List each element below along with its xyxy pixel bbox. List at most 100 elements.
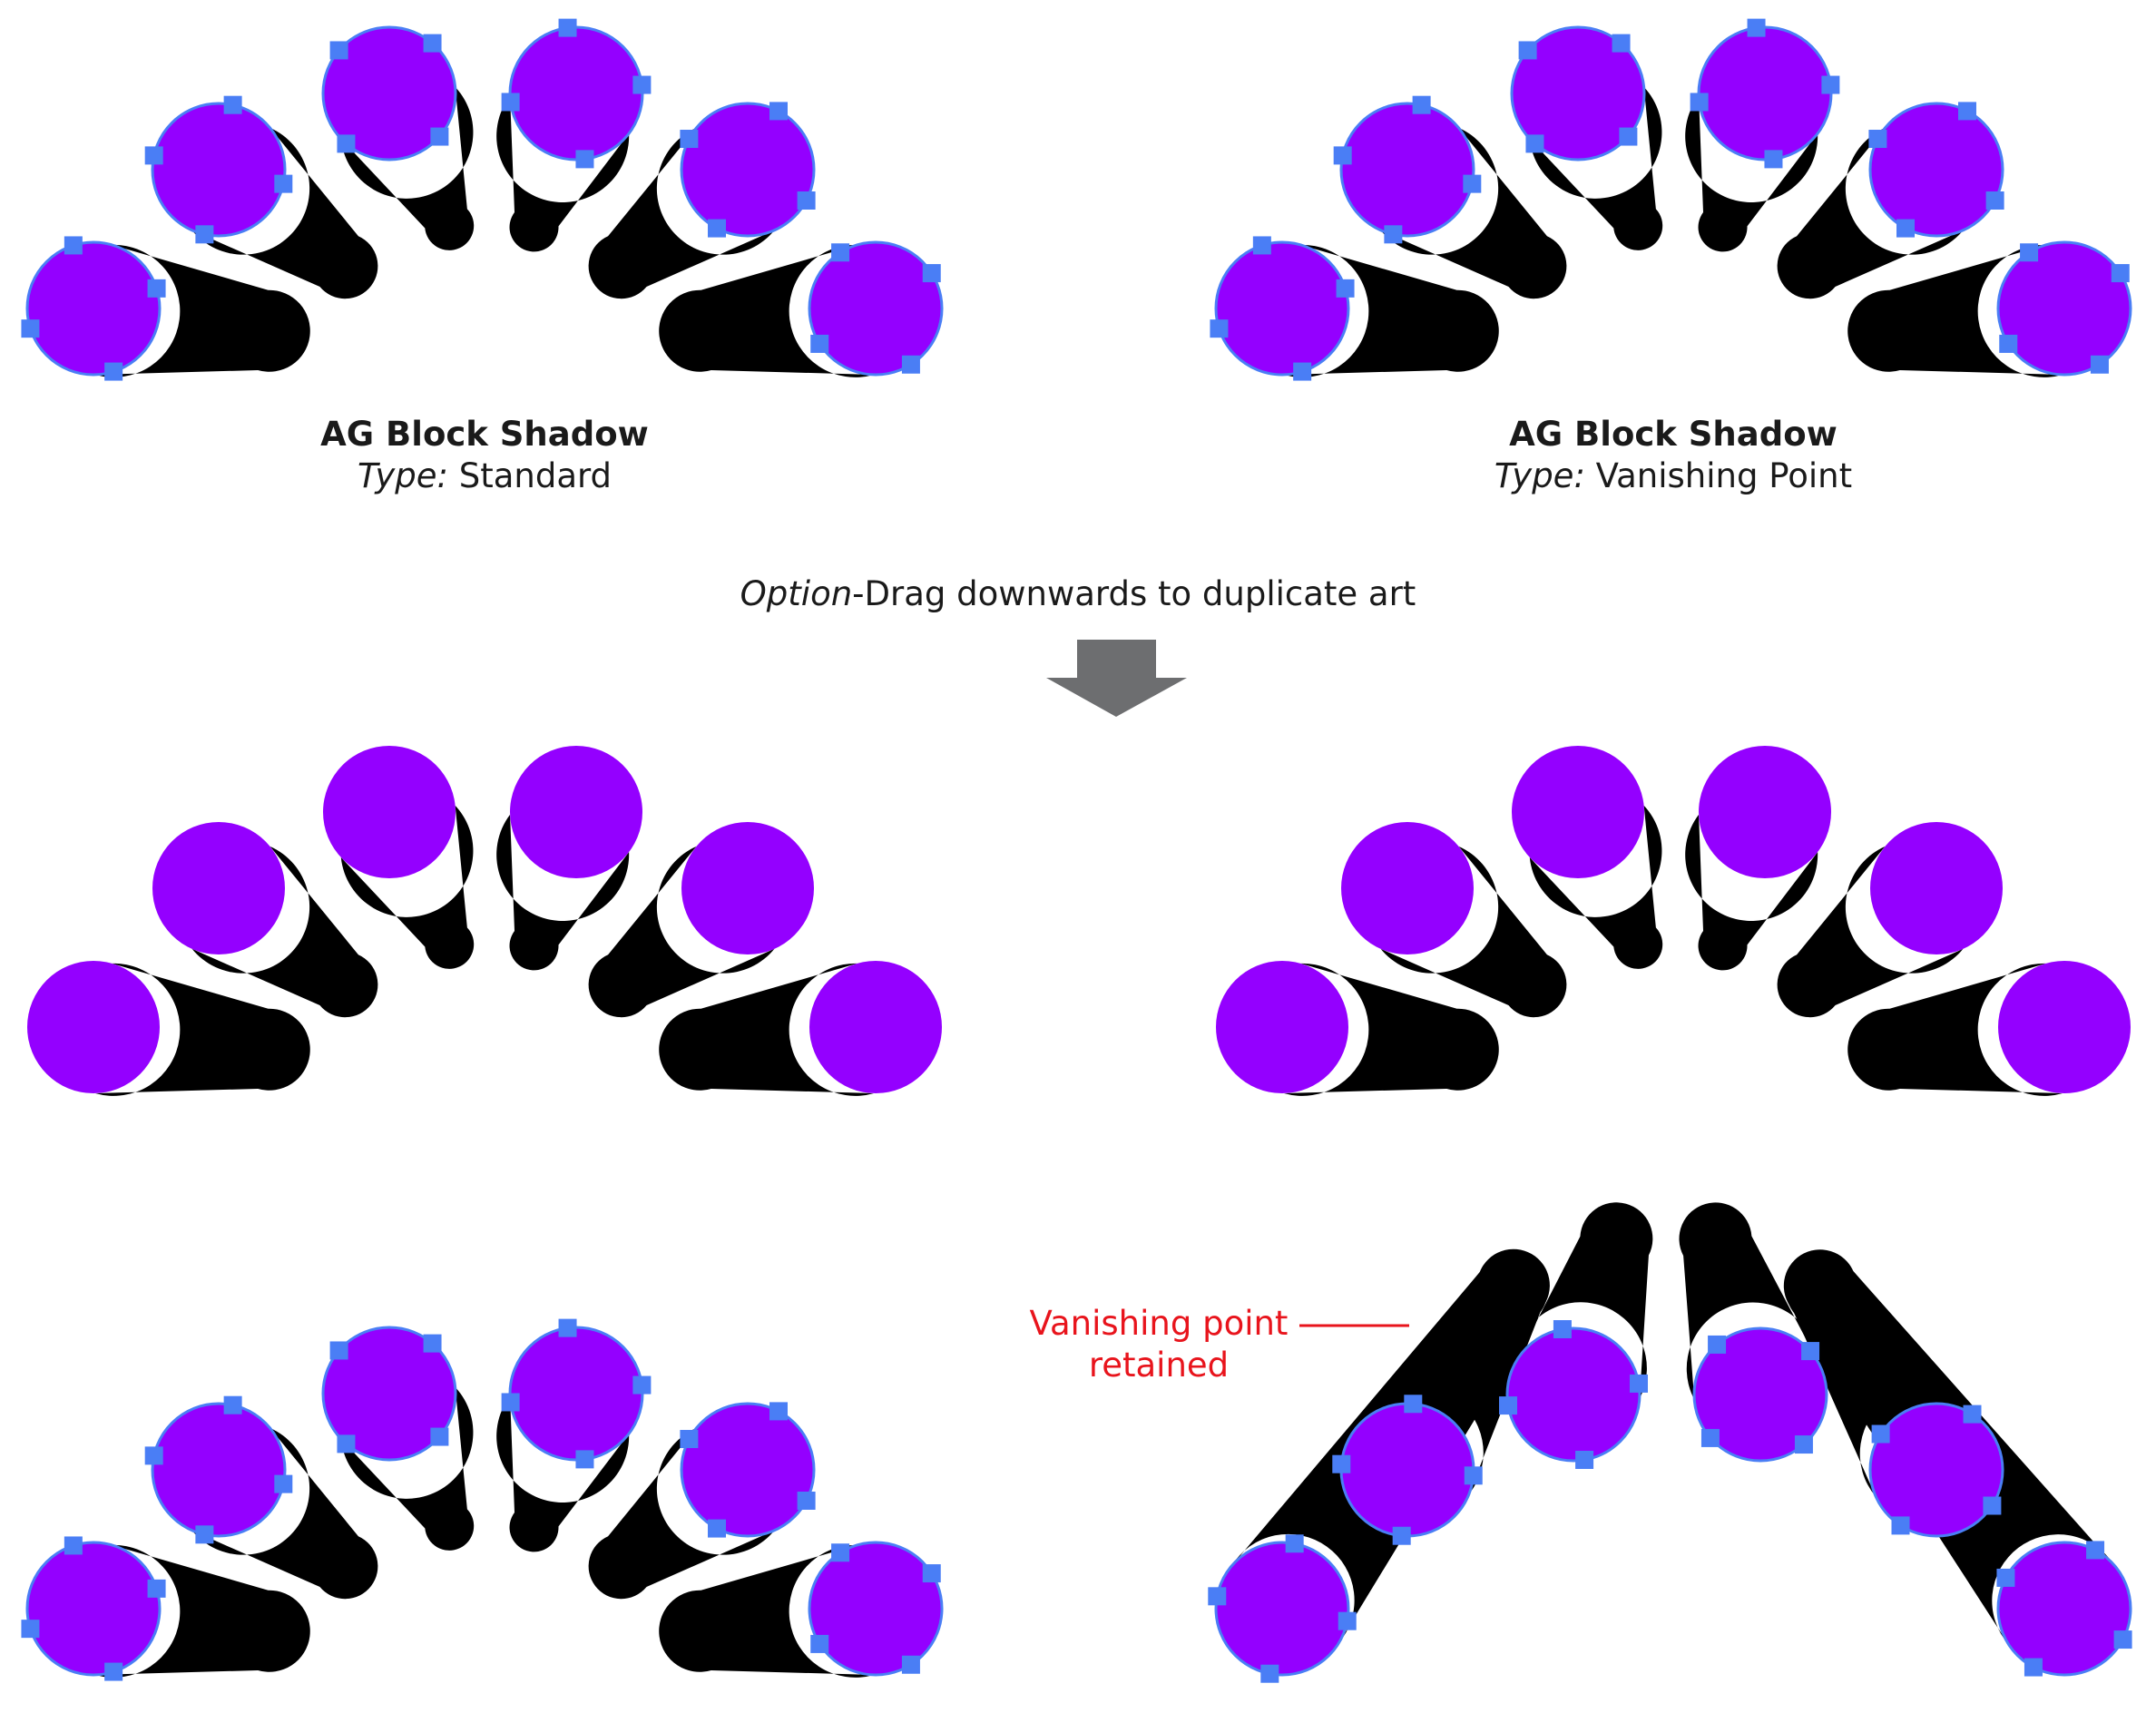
anchor-point-handle[interactable] — [329, 41, 348, 60]
anchor-point-handle[interactable] — [831, 1543, 850, 1562]
anchor-point-handle[interactable] — [2086, 1541, 2105, 1560]
anchor-point-handle[interactable] — [1891, 1516, 1910, 1535]
anchor-point-handle[interactable] — [1499, 1396, 1518, 1415]
anchor-point-handle[interactable] — [632, 75, 652, 94]
anchor-point-handle[interactable] — [831, 243, 850, 262]
anchor-point-handle[interactable] — [21, 319, 40, 338]
circle-shape[interactable] — [151, 102, 287, 238]
circle-shape[interactable] — [321, 1326, 457, 1462]
circle-shape[interactable] — [1510, 25, 1646, 162]
anchor-point-handle[interactable] — [1464, 1466, 1483, 1485]
anchor-point-handle[interactable] — [1404, 1395, 1423, 1414]
anchor-point-handle[interactable] — [337, 1434, 356, 1454]
anchor-point-handle[interactable] — [1700, 1428, 1720, 1447]
anchor-point-handle[interactable] — [2020, 243, 2039, 262]
circle-shape[interactable] — [681, 822, 814, 954]
circle-shape[interactable] — [1339, 1402, 1475, 1538]
circle-shape[interactable] — [808, 1541, 944, 1677]
anchor-point-handle[interactable] — [147, 279, 166, 298]
anchor-point-handle[interactable] — [810, 334, 829, 353]
circle-shape[interactable] — [508, 25, 644, 162]
anchor-point-handle[interactable] — [769, 102, 788, 121]
anchor-point-handle[interactable] — [1896, 219, 1916, 238]
anchor-point-handle[interactable] — [575, 150, 594, 169]
anchor-point-handle[interactable] — [1957, 102, 1976, 121]
circle-shape[interactable] — [1870, 822, 2003, 954]
circle-shape[interactable] — [510, 746, 642, 878]
anchor-point-handle[interactable] — [144, 146, 163, 165]
shape-group-middle-right-vanishing-duplicate[interactable] — [1216, 746, 2131, 1096]
circle-shape[interactable] — [1996, 240, 2132, 377]
anchor-point-handle[interactable] — [1612, 34, 1631, 53]
anchor-point-handle[interactable] — [501, 93, 520, 112]
anchor-point-handle[interactable] — [922, 1564, 941, 1583]
anchor-point-handle[interactable] — [144, 1446, 163, 1465]
anchor-point-handle[interactable] — [2111, 264, 2130, 283]
anchor-point-handle[interactable] — [1871, 1424, 1890, 1444]
anchor-point-handle[interactable] — [922, 264, 941, 283]
anchor-point-handle[interactable] — [1518, 41, 1537, 60]
anchor-point-handle[interactable] — [1293, 362, 1312, 381]
anchor-point-handle[interactable] — [329, 1341, 348, 1360]
anchor-point-handle[interactable] — [1336, 279, 1355, 298]
circle-shape[interactable] — [25, 1541, 162, 1677]
anchor-point-handle[interactable] — [1629, 1374, 1648, 1393]
anchor-point-handle[interactable] — [1708, 1335, 1727, 1354]
anchor-point-handle[interactable] — [2113, 1630, 2132, 1649]
anchor-point-handle[interactable] — [104, 362, 123, 381]
circle-shape[interactable] — [1699, 746, 1831, 878]
circle-shape[interactable] — [1339, 102, 1475, 238]
anchor-point-handle[interactable] — [797, 191, 816, 210]
anchor-point-handle[interactable] — [423, 34, 442, 53]
anchor-point-handle[interactable] — [1999, 334, 2018, 353]
circle-shape[interactable] — [680, 1402, 816, 1538]
anchor-point-handle[interactable] — [1208, 1587, 1227, 1606]
circle-shape[interactable] — [1216, 961, 1348, 1093]
anchor-point-handle[interactable] — [901, 355, 920, 374]
anchor-point-handle[interactable] — [195, 225, 214, 244]
shape-group-bottom-right-vanishing-moved[interactable] — [1208, 1202, 2132, 1683]
anchor-point-handle[interactable] — [1963, 1405, 1982, 1424]
anchor-point-handle[interactable] — [274, 1474, 293, 1493]
anchor-point-handle[interactable] — [1285, 1534, 1304, 1553]
anchor-point-handle[interactable] — [1985, 191, 2004, 210]
anchor-point-handle[interactable] — [223, 1395, 242, 1414]
circle-shape[interactable] — [1697, 25, 1833, 162]
anchor-point-handle[interactable] — [1801, 1342, 1820, 1361]
anchor-point-handle[interactable] — [223, 95, 242, 114]
anchor-point-handle[interactable] — [274, 174, 293, 193]
anchor-point-handle[interactable] — [901, 1655, 920, 1674]
anchor-point-handle[interactable] — [430, 1427, 449, 1446]
anchor-point-handle[interactable] — [1332, 1454, 1351, 1473]
anchor-point-handle[interactable] — [195, 1525, 214, 1544]
anchor-point-handle[interactable] — [769, 1402, 788, 1421]
anchor-point-handle[interactable] — [2090, 355, 2109, 374]
circle-shape[interactable] — [25, 240, 162, 377]
anchor-point-handle[interactable] — [1553, 1320, 1572, 1339]
anchor-point-handle[interactable] — [1794, 1435, 1813, 1454]
anchor-point-handle[interactable] — [558, 18, 577, 37]
circle-shape[interactable] — [1214, 1541, 1350, 1677]
anchor-point-handle[interactable] — [501, 1393, 520, 1412]
anchor-point-handle[interactable] — [708, 1519, 727, 1538]
anchor-point-handle[interactable] — [1412, 95, 1431, 114]
circle-shape[interactable] — [1214, 240, 1350, 377]
anchor-point-handle[interactable] — [632, 1375, 652, 1395]
anchor-point-handle[interactable] — [1821, 75, 1840, 94]
anchor-point-handle[interactable] — [1996, 1568, 2015, 1587]
anchor-point-handle[interactable] — [64, 1536, 83, 1555]
anchor-point-handle[interactable] — [147, 1579, 166, 1598]
anchor-point-handle[interactable] — [2024, 1658, 2043, 1677]
shape-group-middle-left-standard-duplicate[interactable] — [27, 746, 942, 1096]
circle-shape[interactable] — [1341, 822, 1474, 954]
anchor-point-handle[interactable] — [337, 134, 356, 153]
anchor-point-handle[interactable] — [810, 1634, 829, 1653]
anchor-point-handle[interactable] — [64, 236, 83, 255]
anchor-point-handle[interactable] — [1575, 1450, 1594, 1469]
anchor-point-handle[interactable] — [797, 1491, 816, 1510]
circle-shape[interactable] — [680, 102, 816, 238]
anchor-point-handle[interactable] — [1260, 1664, 1279, 1683]
anchor-point-handle[interactable] — [21, 1620, 40, 1639]
circle-shape[interactable] — [808, 240, 944, 377]
circle-shape[interactable] — [508, 1326, 644, 1462]
